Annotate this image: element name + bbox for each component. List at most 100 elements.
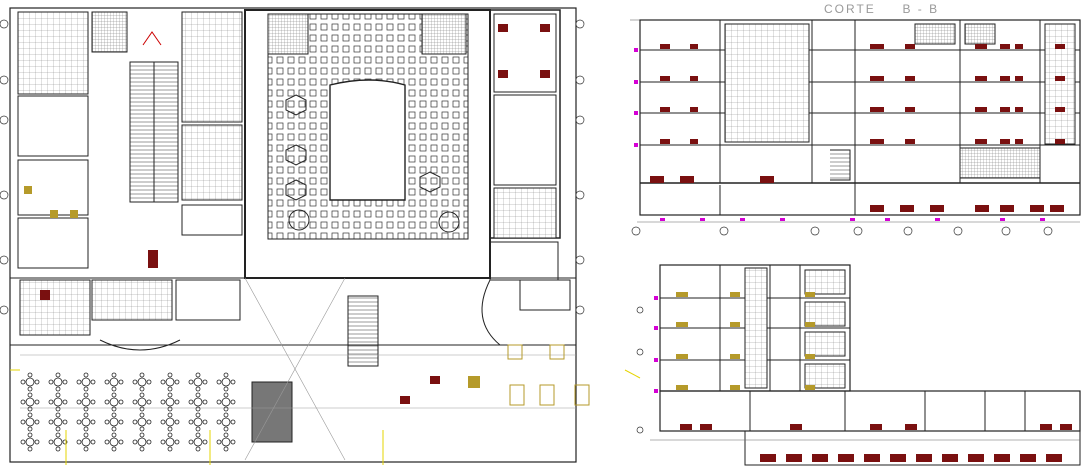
grid-bubble xyxy=(0,115,9,125)
furniture-piece xyxy=(760,454,776,462)
table-set xyxy=(132,392,152,412)
furniture-piece xyxy=(676,292,688,297)
table-set xyxy=(48,372,68,392)
table-set xyxy=(104,432,124,452)
furniture-piece xyxy=(942,454,958,462)
grid-tick xyxy=(1040,218,1045,221)
floor-plan xyxy=(9,7,577,463)
table-set xyxy=(104,392,124,412)
furniture-piece xyxy=(864,454,880,462)
furniture-piece xyxy=(1020,454,1036,462)
furniture-piece xyxy=(916,454,932,462)
grid-tick xyxy=(700,218,705,221)
furniture-piece xyxy=(975,205,989,212)
table-set xyxy=(76,392,96,412)
table-set xyxy=(132,372,152,392)
furniture-piece xyxy=(905,139,915,144)
furniture-piece xyxy=(760,176,774,183)
table-set xyxy=(188,432,208,452)
level-marker xyxy=(654,389,658,393)
table-set xyxy=(216,392,236,412)
furniture-piece xyxy=(975,107,987,112)
furniture-piece xyxy=(870,205,884,212)
level-marker xyxy=(634,143,638,147)
table-set xyxy=(48,392,68,412)
table-set xyxy=(216,372,236,392)
furniture-piece xyxy=(1030,205,1044,212)
furniture-piece xyxy=(700,424,712,430)
furniture-piece xyxy=(676,385,688,390)
furniture-piece xyxy=(905,76,915,81)
table-set xyxy=(160,412,180,432)
grid-bubble xyxy=(575,255,585,265)
furniture-piece xyxy=(905,424,917,430)
axis-bubble xyxy=(636,348,644,356)
furniture-piece xyxy=(1046,454,1062,462)
furniture-piece xyxy=(1000,139,1010,144)
furniture-piece xyxy=(690,44,698,49)
grid-tick xyxy=(660,218,665,221)
furniture-piece xyxy=(730,385,740,390)
furniture-piece xyxy=(905,44,915,49)
grid-tick xyxy=(935,218,940,221)
level-marker xyxy=(654,358,658,362)
furniture-piece xyxy=(1055,44,1065,49)
furniture-piece xyxy=(1000,76,1010,81)
table-set xyxy=(104,372,124,392)
furniture-piece xyxy=(660,139,670,144)
axis-bubble xyxy=(1001,226,1011,236)
furniture-piece xyxy=(1055,139,1065,144)
furniture-piece xyxy=(870,44,884,49)
level-marker xyxy=(634,48,638,52)
furniture-piece xyxy=(975,44,987,49)
furniture-piece xyxy=(1015,76,1023,81)
grid-bubble xyxy=(575,19,585,29)
furniture-piece xyxy=(1000,107,1010,112)
furniture-piece xyxy=(680,176,694,183)
furniture-piece xyxy=(660,44,670,49)
axis-lines xyxy=(10,369,641,465)
grid-tick xyxy=(1000,218,1005,221)
section-title: CORTE B - B xyxy=(824,2,940,16)
furniture-piece xyxy=(905,107,915,112)
table-set xyxy=(20,412,40,432)
furniture-piece xyxy=(805,292,815,297)
furniture-piece xyxy=(1015,107,1023,112)
section-bb-upper xyxy=(630,19,1081,223)
furniture-piece xyxy=(660,76,670,81)
furniture-piece xyxy=(870,139,884,144)
level-marker xyxy=(634,111,638,115)
grid-tick xyxy=(740,218,745,221)
section-bb-furniture xyxy=(634,44,1065,221)
furniture-piece xyxy=(680,424,692,430)
furniture-piece xyxy=(1015,139,1023,144)
furniture-piece xyxy=(690,107,698,112)
furniture-piece xyxy=(870,107,884,112)
grid-bubble xyxy=(575,305,585,315)
furniture-piece xyxy=(805,385,815,390)
furniture-piece xyxy=(1050,205,1064,212)
section-lower-axis-markers xyxy=(636,306,644,434)
furniture-piece xyxy=(650,176,664,183)
furniture-piece xyxy=(805,354,815,359)
table-set xyxy=(160,372,180,392)
furniture-piece xyxy=(790,424,802,430)
furniture-accents xyxy=(24,24,590,406)
table-set xyxy=(20,392,40,412)
grid-bubble xyxy=(0,305,9,315)
axis-bubble xyxy=(903,226,913,236)
furniture-piece xyxy=(975,139,987,144)
section-lower xyxy=(650,264,1081,466)
grid-tick xyxy=(780,218,785,221)
table-set xyxy=(76,432,96,452)
furniture-piece xyxy=(870,424,882,430)
furniture-piece xyxy=(900,205,914,212)
axis-bubble xyxy=(719,226,729,236)
axis-bubble xyxy=(636,426,644,434)
axis-bubble xyxy=(631,226,641,236)
furniture-piece xyxy=(690,139,698,144)
table-set xyxy=(104,412,124,432)
furniture-piece xyxy=(890,454,906,462)
table-set xyxy=(132,432,152,452)
